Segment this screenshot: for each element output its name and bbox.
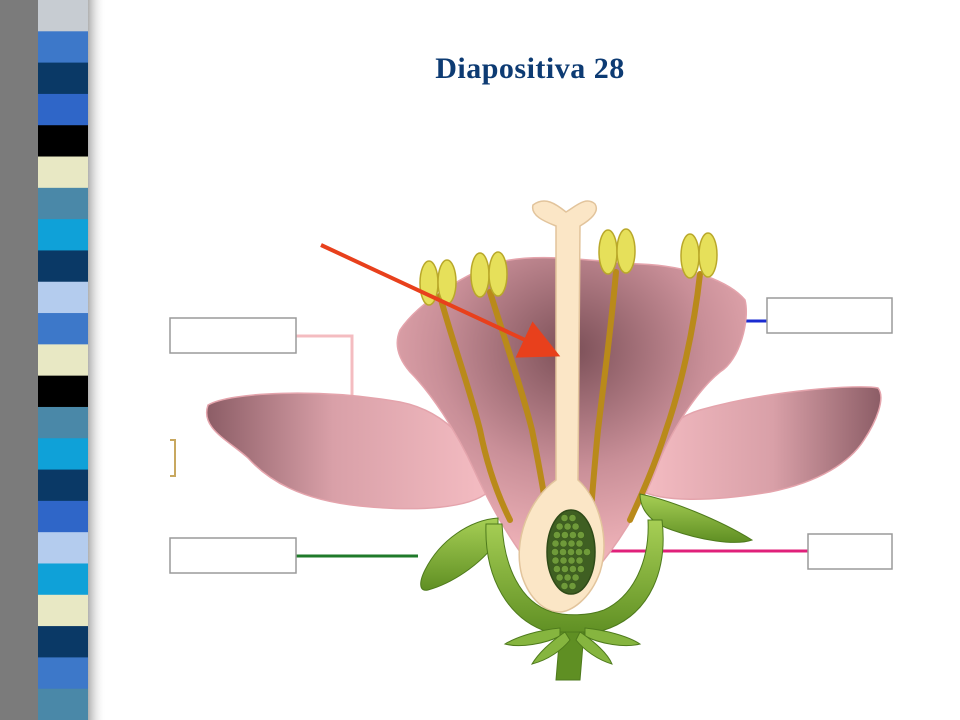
stripe-square (38, 657, 88, 690)
stripe-shadow (0, 0, 38, 720)
label-box-bottom-left[interactable] (169, 537, 297, 574)
stripe-square (38, 500, 88, 533)
ovule (577, 531, 585, 539)
stripe-square (38, 469, 88, 502)
ovule (567, 539, 576, 548)
anther-3 (598, 228, 636, 275)
ovule (575, 548, 583, 556)
ovule (561, 565, 569, 573)
stripe-square (38, 125, 88, 158)
ovule (560, 582, 569, 590)
stamen-filament-3 (587, 269, 619, 523)
bracket-mark (170, 439, 176, 477)
decorative-stripe-bar (0, 0, 106, 720)
ovule (551, 556, 560, 565)
anther-2 (470, 251, 508, 298)
ovule (567, 548, 575, 556)
stripe-square (38, 0, 88, 32)
ovule (568, 514, 577, 522)
stripe-square (38, 344, 88, 377)
slide-title: Diapositiva 28 (435, 52, 625, 85)
label-box-bottom-right[interactable] (807, 533, 893, 570)
stripe-squares (38, 0, 88, 720)
ovule (575, 539, 584, 548)
ovule (568, 582, 577, 590)
ovule (577, 565, 585, 573)
stripe-square (38, 31, 88, 64)
ovule (555, 522, 564, 531)
stripe-square (38, 688, 88, 720)
stripe-square (38, 532, 88, 564)
ovule (583, 548, 591, 556)
ovule (569, 531, 577, 539)
ovule (571, 522, 580, 531)
ovule (560, 514, 569, 522)
stripe-square (38, 93, 88, 126)
ovule (553, 565, 561, 573)
ovule (567, 556, 576, 565)
sepal-left (420, 517, 499, 591)
pointer-arrow (320, 243, 561, 358)
stripe-square (38, 626, 88, 658)
stripe-square (38, 156, 88, 189)
ovule (563, 573, 572, 582)
ovule (571, 573, 580, 582)
petal-right (639, 386, 882, 500)
ovules (551, 514, 591, 590)
stripe-square (38, 375, 88, 408)
pistil (518, 200, 605, 613)
ovule (563, 522, 572, 531)
ovule (551, 539, 560, 548)
ovule (569, 565, 577, 573)
ovule (555, 573, 564, 582)
leader-line-pink (296, 334, 354, 400)
bracts (503, 627, 642, 665)
petal-left (205, 392, 489, 510)
ovule (551, 548, 559, 556)
stripe-square (38, 250, 88, 283)
stripe-square (38, 594, 88, 627)
ovule (561, 531, 569, 539)
stripe-square (38, 62, 88, 95)
stripe-square (38, 438, 88, 471)
ovule (575, 556, 584, 565)
stripe-square (38, 187, 88, 220)
stripe-square (38, 406, 88, 439)
stripe-square (38, 313, 88, 345)
ovule (559, 548, 567, 556)
ovule (559, 556, 568, 565)
label-box-top-right[interactable] (766, 297, 893, 334)
ovule (559, 539, 568, 548)
anther-4 (680, 232, 718, 279)
label-box-top-left[interactable] (169, 317, 297, 354)
stripe-square (38, 563, 88, 596)
ovule (553, 531, 561, 539)
stripe-square (38, 281, 88, 314)
stripe-square (38, 219, 88, 251)
stamen-filament-1 (437, 293, 513, 523)
